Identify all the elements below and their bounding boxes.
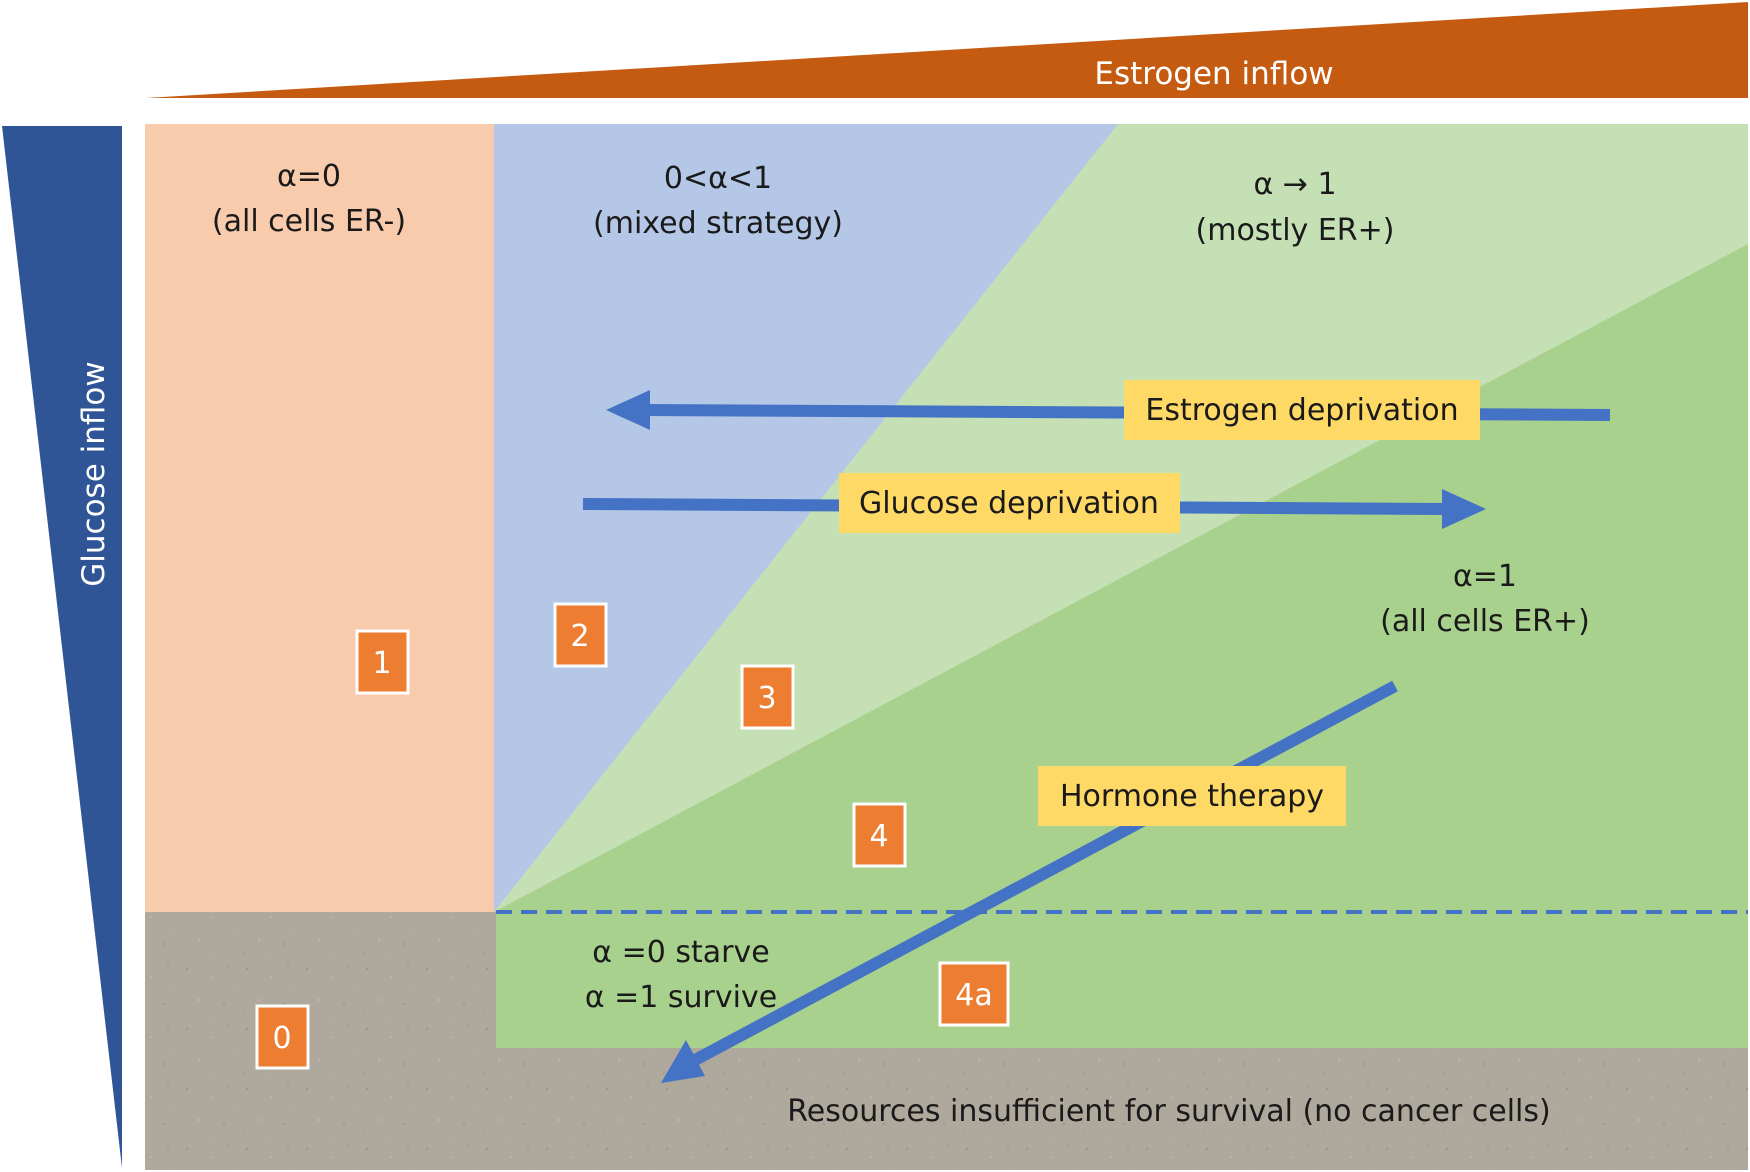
region-mixed-line1: 0<α<1: [664, 161, 772, 196]
svg-text:0: 0: [272, 1021, 291, 1056]
region-badge-4a: 4a: [938, 961, 1010, 1027]
estrogen-inflow-triangle: [146, 2, 1748, 98]
estrogen-deprivation-label-bg: [1124, 380, 1480, 440]
glucose-inflow-triangle: [2, 126, 122, 1168]
glucose-inflow-wedge: Glucose inflow: [2, 126, 122, 1168]
estrogen-deprivation-label: Estrogen deprivation: [1145, 393, 1458, 428]
estrogen-inflow-label: Estrogen inflow: [1094, 56, 1333, 92]
region-alpha0-line2: (all cells ER-): [212, 204, 406, 239]
estrogen-deprivation-arrowhead: [606, 390, 650, 430]
svg-text:2: 2: [570, 619, 589, 654]
svg-text:1: 1: [372, 646, 391, 681]
hormone-therapy-label: Hormone therapy: [1060, 779, 1324, 814]
region-mixed-line2: (mixed strategy): [593, 206, 843, 241]
region-starve-line2: α =1 survive: [585, 980, 777, 1015]
region-alpha0-line1: α=0: [277, 159, 341, 194]
region-badge-4: 4: [852, 802, 907, 868]
region-badge-1: 1: [355, 629, 410, 695]
hormone-therapy-label-box: Hormone therapy: [1038, 766, 1346, 826]
hormone-therapy-arrowhead: [661, 1040, 705, 1083]
region-insufficient-label: Resources insufficient for survival (no …: [787, 1094, 1550, 1129]
region-starve-survive: [496, 912, 1748, 1048]
region-mostly-line1: α → 1: [1253, 167, 1336, 202]
glucose-deprivation-arrowhead: [1442, 489, 1486, 529]
svg-text:4a: 4a: [955, 978, 992, 1013]
glucose-deprivation-label: Glucose deprivation: [859, 486, 1159, 521]
region-alpha1-line2: (all cells ER+): [1380, 604, 1590, 639]
region-mostly-line2: (mostly ER+): [1196, 213, 1395, 248]
region-alpha1-line1: α=1: [1453, 559, 1517, 594]
estrogen-deprivation-label-box: Estrogen deprivation: [1124, 380, 1480, 440]
svg-text:3: 3: [757, 681, 776, 716]
region-badge-3: 3: [740, 664, 795, 730]
region-badge-0: 0: [255, 1004, 310, 1070]
glucose-inflow-label: Glucose inflow: [76, 361, 112, 586]
region-alpha0: [145, 124, 494, 912]
glucose-deprivation-label-box: Glucose deprivation: [839, 473, 1180, 533]
hormone-therapy-label-bg: [1038, 766, 1346, 826]
hormone-therapy-arrow: [661, 680, 1398, 1083]
region-starve-line1: α =0 starve: [592, 935, 769, 970]
hormone-therapy-shaft: [692, 680, 1398, 1066]
estrogen-inflow-wedge: Estrogen inflow: [146, 2, 1748, 98]
glucose-deprivation-label-bg: [839, 473, 1180, 533]
region-badge-2: 2: [553, 602, 608, 668]
svg-text:4: 4: [869, 819, 888, 854]
